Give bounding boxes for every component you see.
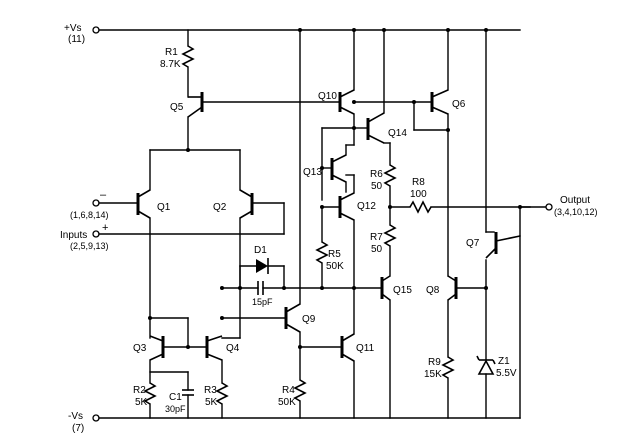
resistor-r4: R4 50K xyxy=(278,379,307,419)
r6-value: 50 xyxy=(371,181,383,192)
d1-label: D1 xyxy=(254,245,267,256)
q8-label: Q8 xyxy=(426,285,440,296)
positive-rail: +Vs (11) xyxy=(64,23,521,45)
transistor-q11: Q11 xyxy=(298,333,375,419)
minus-pins: (1,6,8,14) xyxy=(70,210,109,220)
minus-sign: – xyxy=(100,189,107,201)
vminus-pin: (7) xyxy=(72,423,84,434)
vplus-pin: (11) xyxy=(68,34,85,45)
diode-d1: D1 xyxy=(239,245,285,289)
r2-name: R2 xyxy=(133,385,146,396)
r4-name: R4 xyxy=(282,385,295,396)
capacitor-c1: C1 30pF xyxy=(149,371,194,419)
q11-label: Q11 xyxy=(356,343,375,354)
q9-label: Q9 xyxy=(302,314,316,325)
transistor-q13: Q13 xyxy=(303,127,355,193)
plus-pins: (2,5,9,13) xyxy=(70,241,109,251)
transistor-q7: Q7 xyxy=(466,29,521,419)
noninverting-input: Inputs + (2,5,9,13) xyxy=(60,202,285,251)
transistor-q14: Q14 xyxy=(366,29,407,166)
z1-name: Z1 xyxy=(498,356,510,367)
resistor-r5: R5 50K xyxy=(315,206,344,290)
transistor-q3: Q3 xyxy=(133,335,165,384)
resistor-r7: R7 50 xyxy=(370,224,397,277)
r5-name: R5 xyxy=(328,249,341,260)
r6-name: R6 xyxy=(370,169,383,180)
c1-name: C1 xyxy=(169,392,182,403)
output-terminal: Output (3,4,10,12) xyxy=(519,195,598,217)
q12-label: Q12 xyxy=(357,201,376,212)
resistor-r9: R9 15K xyxy=(424,356,455,419)
transistor-q8: Q8 xyxy=(426,275,487,358)
vplus-label: +Vs xyxy=(64,23,82,34)
inverting-input: – (1,6,8,14) xyxy=(70,189,139,220)
r2-value: 5K xyxy=(135,397,148,408)
transistor-q1: Q1 xyxy=(136,189,171,339)
r7-value: 50 xyxy=(371,244,383,255)
q10-label: Q10 xyxy=(318,91,337,102)
negative-rail: -Vs (7) xyxy=(68,411,521,434)
r5-value: 50K xyxy=(326,261,344,272)
r1-name: R1 xyxy=(165,47,178,58)
transistor-q9: Q9 xyxy=(220,29,316,381)
c2-value: 15pF xyxy=(252,297,273,307)
resistor-r2: R2 5K xyxy=(133,382,157,419)
r8-value: 100 xyxy=(410,189,427,200)
resistor-r3: R3 5K xyxy=(204,382,229,419)
transistor-q2: Q2 xyxy=(213,189,254,339)
resistor-r8: R8 100 xyxy=(409,177,531,214)
r3-name: R3 xyxy=(204,385,217,396)
inputs-label: Inputs xyxy=(60,230,87,241)
resistor-r6: R6 50 xyxy=(370,164,397,226)
transistor-q6: Q6 xyxy=(352,29,466,277)
q1-label: Q1 xyxy=(157,202,171,213)
transistor-q5: Q5 xyxy=(170,92,341,151)
r8-name: R8 xyxy=(412,177,425,188)
r1-value: 8.7K xyxy=(160,59,181,70)
output-label: Output xyxy=(560,195,590,206)
q3-label: Q3 xyxy=(133,343,147,354)
resistor-r1: R1 8.7K xyxy=(160,29,195,98)
q5-label: Q5 xyxy=(170,102,184,113)
r7-name: R7 xyxy=(370,232,383,243)
transistor-q10: Q10 xyxy=(318,29,355,129)
q7-label: Q7 xyxy=(466,238,480,249)
transistor-q4: Q4 xyxy=(205,335,241,384)
z1-value: 5.5V xyxy=(496,368,517,379)
vminus-label: -Vs xyxy=(68,411,83,422)
q15-label: Q15 xyxy=(393,285,412,296)
q6-label: Q6 xyxy=(452,99,466,110)
c1-value: 30pF xyxy=(165,404,186,414)
zener-z1: Z1 5.5V xyxy=(476,259,517,419)
output-pins: (3,4,10,12) xyxy=(554,207,598,217)
q2-label: Q2 xyxy=(213,202,227,213)
q14-label: Q14 xyxy=(388,128,407,139)
r9-name: R9 xyxy=(428,357,441,368)
r3-value: 5K xyxy=(205,397,218,408)
transistor-q15: Q15 xyxy=(380,275,412,419)
r4-value: 50K xyxy=(278,397,296,408)
capacitor-c2: 15pF xyxy=(238,281,383,307)
q13-label: Q13 xyxy=(303,167,322,178)
q4-label: Q4 xyxy=(226,343,240,354)
plus-sign: + xyxy=(102,222,108,234)
r9-value: 15K xyxy=(424,369,442,380)
